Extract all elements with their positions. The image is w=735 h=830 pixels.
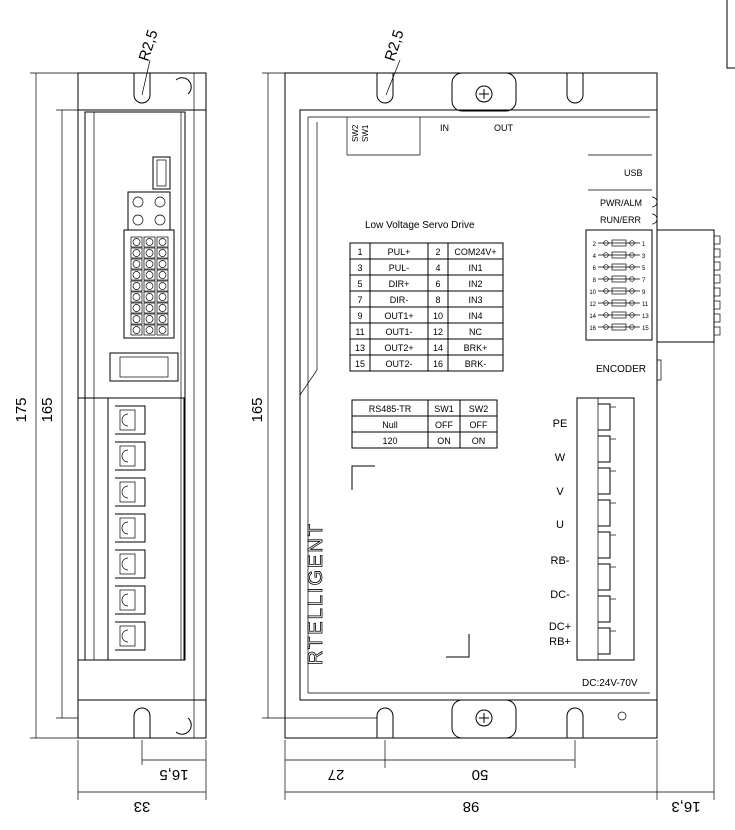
pin-table-cell: 13 [355, 343, 365, 353]
encoder-pin-label: 12 [589, 302, 596, 308]
pin-table-cell: 9 [357, 311, 362, 321]
dim-165-side: 165 [39, 397, 56, 422]
radius-label-side: R2,5 [136, 28, 162, 63]
pin-table-cell: 6 [435, 279, 440, 289]
encoder-pin-label: 5 [642, 266, 646, 272]
pin-table-cell: IN2 [468, 279, 482, 289]
pin-table-cell: 7 [357, 295, 362, 305]
label-out: OUT [494, 123, 514, 133]
switch-table-cell: ON [437, 436, 451, 446]
dim-16-3: 16,3 [671, 798, 700, 815]
switch-table-cell: Null [382, 420, 398, 430]
voltage-rating: DC:24V-70V [582, 678, 638, 689]
pin-table-cell: 16 [433, 359, 443, 369]
pin-table-cell: BRK+ [464, 343, 488, 353]
dim-16-5: 16,5 [159, 766, 188, 783]
drive-title: Low Voltage Servo Drive [365, 220, 475, 231]
terminal-label: PE [553, 418, 568, 430]
encoder-pin-label: 6 [593, 266, 597, 272]
side-io-connector [123, 229, 175, 339]
pin-table-cell: 10 [433, 311, 443, 321]
pin-table-cell: 1 [357, 247, 362, 257]
pin-table-cell: IN4 [468, 311, 482, 321]
label-sw1: SW1 [361, 124, 370, 142]
pin-table-cell: IN1 [468, 263, 482, 273]
pin-table-cell: BRK- [465, 359, 487, 369]
radius-label-front: R2,5 [382, 28, 408, 63]
encoder-pin-label: 13 [642, 314, 649, 320]
switch-table-cell: ON [472, 436, 486, 446]
encoder-pin-label: 7 [642, 278, 646, 284]
encoder-pin-label: 1 [642, 242, 646, 248]
pin-table-cell: COM24V+ [454, 247, 496, 257]
pin-table-cell: 3 [357, 263, 362, 273]
pin-table-cell: OUT1+ [384, 311, 413, 321]
label-in: IN [440, 123, 449, 133]
encoder-pin-label: 14 [589, 314, 596, 320]
terminal-label: DC- [550, 589, 570, 601]
side-view: 175 165 R2,5 16,5 33 [13, 28, 207, 815]
switch-table-cell: 120 [382, 436, 397, 446]
encoder-pin-label: 15 [642, 326, 649, 332]
pin-table-cell: DIR- [390, 295, 409, 305]
side-terminal-block [77, 397, 185, 661]
terminal-label: V [556, 486, 564, 498]
dim-33: 33 [134, 798, 151, 815]
switch-table-cell: SW2 [469, 404, 489, 414]
label-run-err: RUN/ERR [600, 215, 642, 225]
switch-table-cell: SW1 [434, 404, 454, 414]
terminal-label: DC+ [549, 621, 571, 633]
dim-50: 50 [472, 766, 489, 783]
terminal-label: RB- [551, 555, 570, 567]
dim-98: 98 [463, 798, 480, 815]
encoder-pin-label: 11 [642, 302, 649, 308]
encoder-pin-label: 4 [593, 254, 597, 260]
pin-table-cell: PUL- [389, 263, 410, 273]
pin-table-cell: PUL+ [388, 247, 411, 257]
encoder-pin-label: 3 [642, 254, 646, 260]
encoder-pin-label: 2 [593, 242, 597, 248]
switch-table-cell: OFF [435, 420, 453, 430]
encoder-connector [585, 229, 653, 341]
pin-table-cell: OUT1- [386, 327, 413, 337]
label-usb: USB [624, 168, 643, 178]
pin-table-cell: 11 [355, 327, 364, 337]
label-pwr-alm: PWR/ALM [600, 198, 642, 208]
pin-table-cell: 15 [355, 359, 365, 369]
pin-table-cell: 4 [435, 263, 440, 273]
encoder-pin-label: 9 [642, 290, 646, 296]
dim-165-front: 165 [249, 397, 266, 422]
switch-table-cell: RS485-TR [369, 404, 412, 414]
switch-table-cell: OFF [470, 420, 488, 430]
terminal-label: RB+ [549, 636, 571, 648]
pin-table-cell: 2 [435, 247, 440, 257]
terminal-label: U [556, 519, 564, 531]
label-encoder: ENCODER [596, 364, 646, 375]
front-body [299, 109, 658, 701]
side-encoder-connector [109, 352, 179, 382]
pin-table-cell: NC [469, 327, 482, 337]
pin-table-cell: 12 [433, 327, 443, 337]
label-sw2: SW2 [351, 124, 360, 142]
dim-27: 27 [328, 766, 345, 783]
pin-table-cell: 5 [357, 279, 362, 289]
pin-table-cell: 14 [433, 343, 443, 353]
encoder-pin-label: 16 [589, 326, 596, 332]
dim-175: 175 [13, 397, 30, 422]
encoder-pin-label: 10 [589, 290, 596, 296]
pin-table-cell: OUT2- [386, 359, 413, 369]
pin-table-cell: IN3 [468, 295, 482, 305]
pin-table-cell: OUT2+ [384, 343, 413, 353]
power-terminal-block [576, 397, 635, 661]
encoder-pin-label: 8 [593, 278, 597, 284]
terminal-label: W [555, 452, 566, 464]
pin-table-cell: 8 [435, 295, 440, 305]
pin-table: 1 PUL+ 2 COM24V+ 3 PUL- 4 IN1 5 DIR+ 6 IN2 7 DIR- 8 IN3… [349, 242, 504, 372]
external-plug [656, 229, 715, 343]
pin-table-cell: DIR+ [389, 279, 410, 289]
brand-logo: RTELLIGENT [305, 522, 327, 665]
